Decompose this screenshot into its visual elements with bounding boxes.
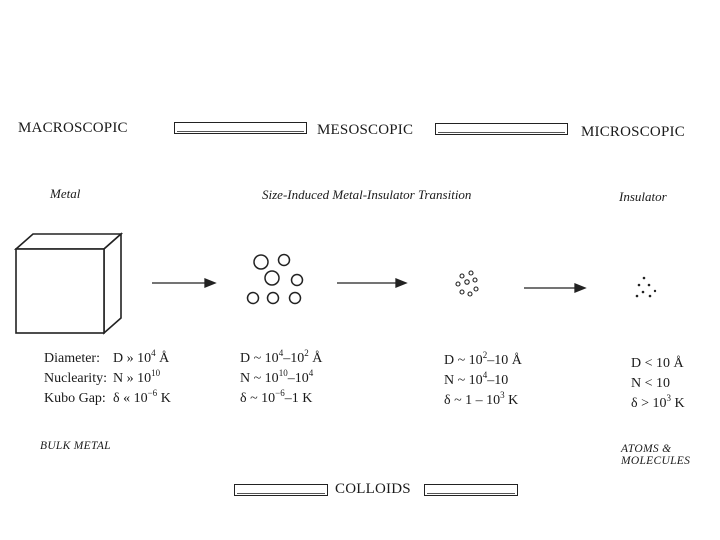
bulk-metal-label: BULK METAL <box>40 440 111 452</box>
micro-kubo-gap: δ > 103 K <box>631 393 685 412</box>
bulk-diameter: D » 104 Å <box>113 348 170 367</box>
large-particles <box>246 253 304 305</box>
nuclearity-label: Nuclearity: <box>44 371 107 386</box>
bulk-values: D » 104 Å N » 1010 δ « 10−6 K <box>113 349 171 409</box>
insulator-title: Insulator <box>619 189 667 204</box>
meso1-values: D ~ 104–102 Å N ~ 1010–104 δ ~ 10−6–1 K <box>240 349 322 409</box>
micro-nuclearity: N < 10 <box>631 376 671 391</box>
macroscopic-label: MACROSCOPIC <box>18 120 128 136</box>
micro-values: D < 10 Å N < 10 δ > 103 K <box>631 354 685 414</box>
arrow-3 <box>524 283 587 293</box>
colloids-label: COLLOIDS <box>335 481 411 497</box>
scale-bar-meso-micro <box>435 123 568 135</box>
arrow-2 <box>337 278 408 288</box>
meso1-kubo-gap: δ ~ 10−6–1 K <box>240 388 313 407</box>
property-labels: Diameter: Nuclearity: Kubo Gap: <box>44 349 107 409</box>
meso2-nuclearity: N ~ 104–10 <box>444 370 509 389</box>
mesoscopic-label: MESOSCOPIC <box>317 122 414 138</box>
atoms-molecules-label: ATOMS & MOLECULES <box>621 443 691 467</box>
meso1-diameter: D ~ 104–102 Å <box>240 348 323 367</box>
kubo-gap-label: Kubo Gap: <box>44 391 106 406</box>
meso2-diameter: D ~ 102–10 Å <box>444 350 522 369</box>
colloids-bar-left <box>234 484 328 496</box>
meso1-nuclearity: N ~ 1010–104 <box>240 368 314 387</box>
small-particles <box>455 270 479 297</box>
transition-title: Size-Induced Metal-Insulator Transition <box>262 187 472 202</box>
meso2-values: D ~ 102–10 Å N ~ 104–10 δ ~ 1 – 103 K <box>444 351 522 411</box>
diameter-label: Diameter: <box>44 351 100 366</box>
colloids-bar-right <box>424 484 518 496</box>
bulk-metal-cube <box>13 232 124 335</box>
meso2-kubo-gap: δ ~ 1 – 103 K <box>444 390 519 409</box>
bulk-nuclearity: N » 1010 <box>113 368 161 387</box>
scale-bar-macro-meso <box>174 122 307 134</box>
microscopic-label: MICROSCOPIC <box>581 124 685 140</box>
micro-diameter: D < 10 Å <box>631 356 684 371</box>
metal-title: Metal <box>50 186 81 201</box>
arrow-1 <box>152 278 217 288</box>
atom-dots <box>635 276 657 298</box>
bulk-kubo-gap: δ « 10−6 K <box>113 388 171 407</box>
